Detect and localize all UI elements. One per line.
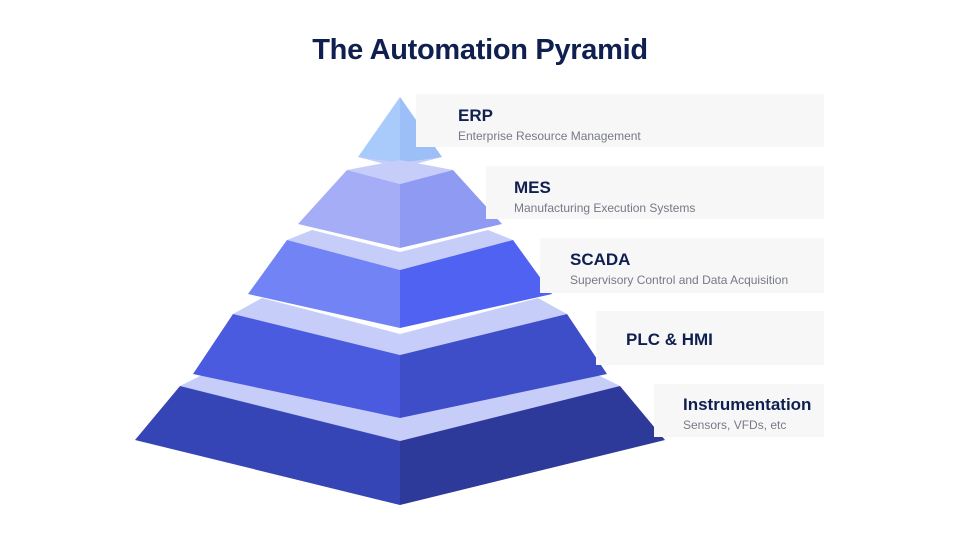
tier-label-mes: MES Manufacturing Execution Systems [514,178,695,216]
tier-instrumentation-left-face[interactable] [135,386,400,505]
tier-mes-top-face [347,160,453,184]
tier-instrumentation-right-face[interactable] [400,386,665,505]
separator-band-3 [233,298,567,355]
tier-mes-right-face[interactable] [400,170,502,248]
tier-label-box-plc-hmi [596,311,824,365]
tier-label-box-instrumentation [654,384,824,437]
tier-description: Supervisory Control and Data Acquisition [570,273,789,287]
tier-erp-left-face[interactable] [358,97,400,163]
tier-scada-right-face[interactable] [400,240,552,328]
tier-mes-left-face[interactable] [298,170,400,248]
tier-name: PLC & HMI [626,330,713,349]
tier-label-box-mes [486,166,824,219]
tier-scada-left-face[interactable] [248,240,400,328]
tier-plc-hmi-left-face[interactable] [193,314,400,418]
tier-description: Manufacturing Execution Systems [514,201,696,215]
tier-label-scada: SCADA Supervisory Control and Data Acqui… [570,250,788,288]
tier-name: Instrumentation [683,395,812,414]
tier-name: ERP [458,106,493,125]
tier-label-box-scada [540,238,824,293]
tier-label-plc-hmi: PLC & HMI [626,330,713,350]
tier-description: Sensors, VFDs, etc [683,418,787,432]
tier-description: Enterprise Resource Management [458,129,641,143]
page-title: The Automation Pyramid [312,34,648,66]
tier-name: MES [514,178,551,197]
separator-band-2 [287,230,513,270]
tier-plc-hmi-right-face[interactable] [400,314,607,418]
tier-label-instrumentation: Instrumentation Sensors, VFDs, etc [683,395,811,433]
tier-label-box-erp [416,94,824,147]
tier-label-erp: ERP Enterprise Resource Management [458,106,641,144]
tier-name: SCADA [570,250,631,269]
